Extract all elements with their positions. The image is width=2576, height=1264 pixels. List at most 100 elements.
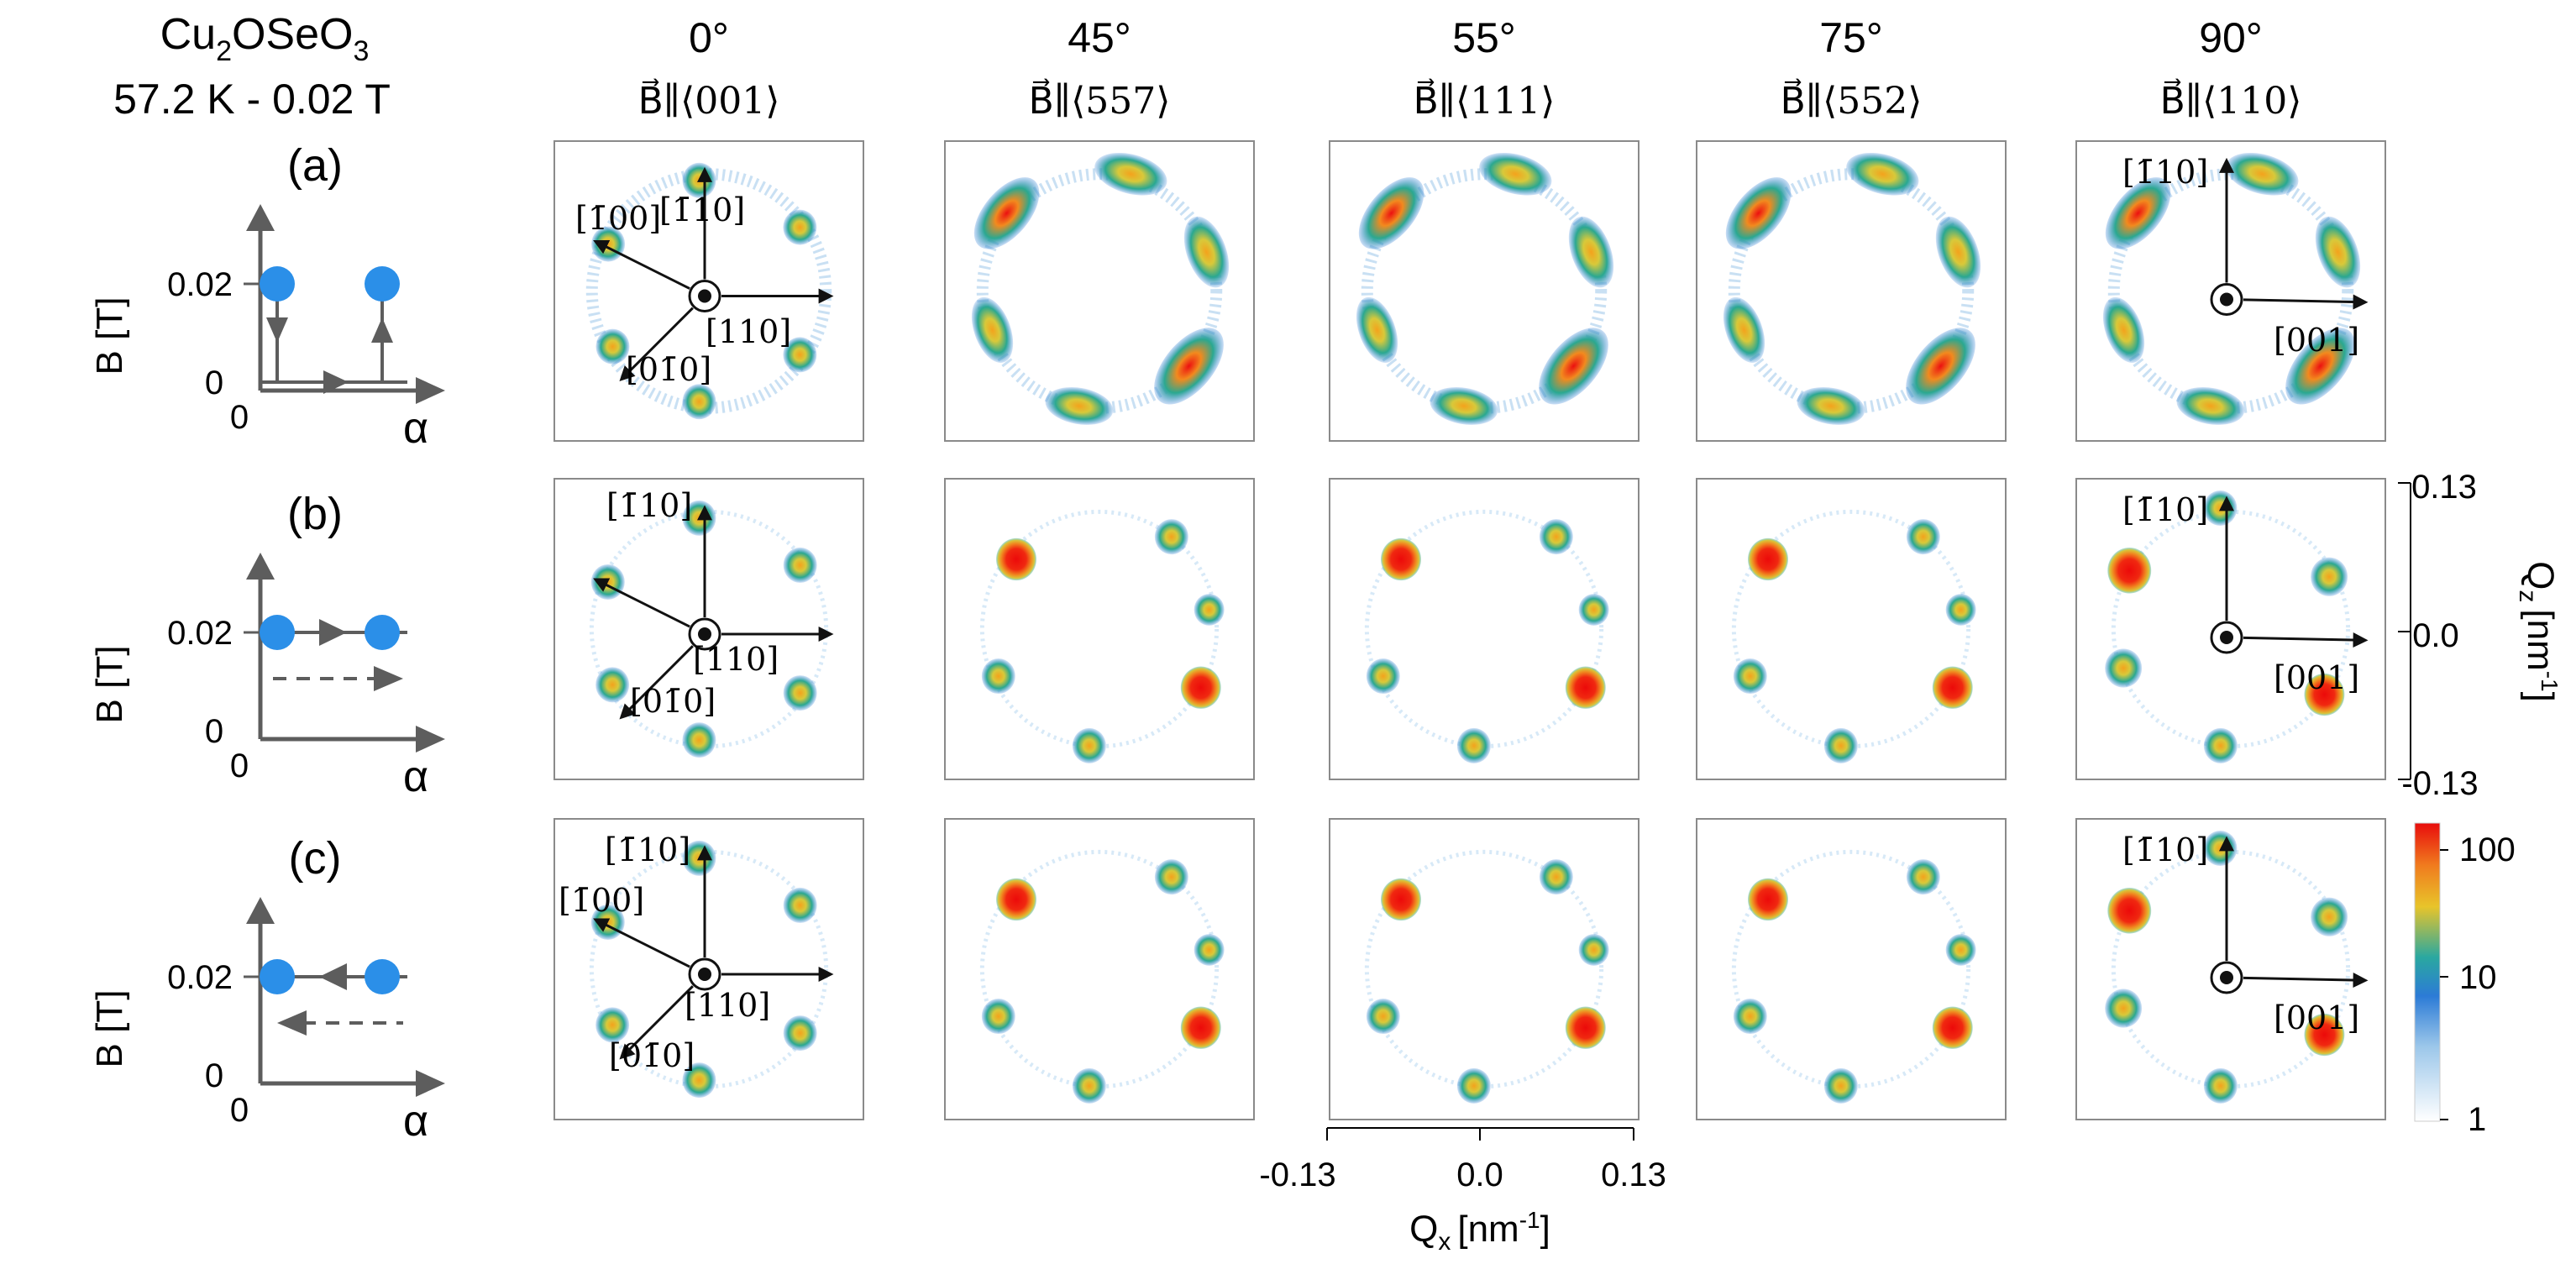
direction-label: [01̄0]	[630, 683, 716, 720]
scattering-ring	[1364, 849, 1604, 1089]
direction-label: [1̄10]	[605, 831, 690, 868]
column-angle: 75°	[1819, 14, 1883, 61]
bragg-peak	[590, 564, 625, 600]
bragg-peak	[1479, 152, 1552, 196]
bragg-peak	[981, 658, 1015, 695]
schematic-dot	[365, 959, 400, 994]
row-label: (c)	[289, 833, 342, 884]
bragg-peak	[1935, 216, 1981, 288]
colorbar: 100 10 1	[2414, 822, 2516, 1138]
schematic-x-arrowhead	[416, 1070, 445, 1097]
bragg-peak	[1723, 296, 1765, 363]
schematic-dot	[365, 266, 400, 302]
bragg-peak	[2105, 648, 2143, 688]
bragg-peak	[682, 722, 716, 758]
bragg-peak	[1180, 666, 1221, 709]
schematic-x-zero: 0	[230, 747, 249, 784]
panel-r0-c0: [1̄00][1̄10][110][01̄0]	[553, 140, 864, 442]
bragg-peak	[1932, 666, 1973, 709]
column-field-label: B⃗∥⟨111⟩	[1414, 78, 1556, 123]
panel-frame	[944, 818, 1255, 1120]
schematic-x-arrowhead	[416, 377, 445, 404]
qx-axis: -0.13 0.0 0.13 Qx[nm-1]	[1259, 1127, 1666, 1256]
column-field-label: B⃗∥⟨557⟩	[1029, 78, 1171, 123]
bragg-peak	[1945, 594, 1976, 626]
bragg-peak	[595, 667, 630, 703]
direction-arrow	[2243, 632, 2369, 648]
bragg-peak	[1823, 727, 1858, 763]
bragg-peak	[1578, 594, 1609, 626]
bragg-peak	[2105, 177, 2171, 249]
bragg-peak	[783, 547, 817, 583]
bragg-peak	[783, 337, 817, 373]
column-angle: 45°	[1068, 14, 1131, 61]
bragg-peak	[1094, 152, 1167, 196]
panel-frame	[944, 478, 1255, 780]
bragg-peak	[2203, 831, 2238, 867]
schematic-dot	[260, 959, 295, 994]
bragg-peak	[1194, 934, 1225, 966]
schematic-y-zero: 0	[205, 365, 223, 401]
direction-arrow	[2243, 973, 2369, 989]
sample-formula: Cu2OSeO3	[160, 10, 370, 67]
panel-frame	[1329, 818, 1640, 1120]
column-field-label: B⃗∥⟨001⟩	[638, 78, 780, 123]
bragg-peak	[1945, 934, 1976, 966]
bragg-peak	[2315, 216, 2361, 288]
bragg-peak	[1154, 859, 1188, 895]
bragg-peak	[995, 538, 1036, 581]
bragg-peak	[595, 328, 630, 365]
bragg-peak	[1045, 387, 1114, 425]
panel-frame	[1329, 478, 1640, 780]
bragg-peak	[1456, 727, 1491, 763]
schematic-xlabel: α	[403, 753, 428, 801]
direction-arrow	[619, 645, 694, 720]
column-angle: 0°	[689, 14, 729, 61]
bragg-peak	[1846, 152, 1919, 196]
bragg-peak	[1366, 658, 1400, 695]
qz-tick-label: 0.13	[2411, 469, 2477, 506]
bragg-peak	[1747, 538, 1788, 581]
schematic-xlabel: α	[403, 1097, 428, 1146]
bragg-peak	[2304, 1013, 2345, 1057]
panel-frame	[944, 140, 1255, 442]
bragg-peak	[1358, 177, 1424, 249]
scattering-ring	[1731, 509, 1971, 749]
scattering-ring	[1364, 509, 1604, 749]
bragg-peak	[2107, 887, 2152, 934]
panel-r2-c4: [1̄10][001]	[2075, 818, 2386, 1120]
panel-r0-c2	[1329, 140, 1640, 442]
bragg-peak	[981, 999, 1015, 1035]
schematic-y-zero: 0	[205, 713, 223, 750]
column-angle: 55°	[1452, 14, 1516, 61]
bragg-peak	[2102, 296, 2145, 363]
direction-label: [001]	[2274, 659, 2359, 696]
sans-panels: [1̄00][1̄10][110][01̄0][1̄10][001][1̄10]…	[553, 140, 2386, 1120]
bragg-peak	[1380, 878, 1421, 921]
bragg-peak	[1932, 1006, 1973, 1049]
sample-conditions: 57.2 K - 0.02 T	[113, 76, 391, 123]
qz-tick-label: -0.13	[2401, 765, 2478, 802]
direction-label: [001]	[2274, 322, 2359, 359]
bragg-peak	[1733, 999, 1767, 1035]
bragg-peak	[1183, 216, 1230, 288]
bragg-peak	[1072, 727, 1106, 763]
bragg-peak	[1154, 519, 1188, 555]
qz-axis: 0.13 0.0 -0.13 Qz[nm-1]	[2398, 469, 2563, 802]
bragg-peak	[682, 384, 716, 420]
qx-tick-label: -0.13	[1259, 1156, 1335, 1193]
panel-r0-c1	[944, 140, 1255, 442]
schematic-y-zero: 0	[205, 1057, 223, 1094]
schematic-x-arrowhead	[416, 726, 445, 753]
qx-tick-label: 0.0	[1456, 1156, 1503, 1193]
bragg-peak	[1430, 387, 1498, 425]
colorbar-gradient	[2414, 822, 2441, 1122]
bragg-peak	[1154, 328, 1224, 405]
direction-arrow	[593, 578, 690, 628]
direction-label: [110]	[693, 641, 779, 678]
bragg-peak	[1725, 177, 1792, 249]
colorbar-tick-label: 10	[2459, 959, 2497, 996]
bragg-peak	[1733, 658, 1767, 695]
direction-label: [1̄00]	[575, 200, 661, 237]
